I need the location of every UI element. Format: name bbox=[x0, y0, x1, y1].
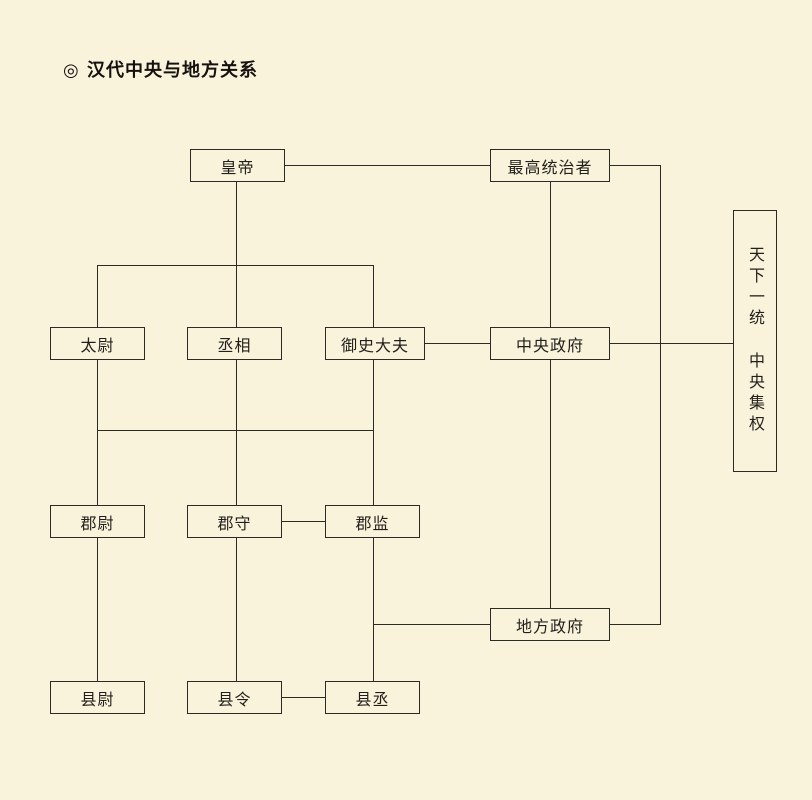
connector-censor-junjian bbox=[373, 360, 374, 505]
connector-branch-to-taiwei bbox=[97, 265, 98, 327]
connector-emperor-drop bbox=[236, 182, 237, 265]
connector-junshou-xianling bbox=[236, 538, 237, 681]
connector-central-sidebox bbox=[610, 343, 733, 344]
diagram-title: ◎ 汉代中央与地方关系 bbox=[63, 60, 258, 81]
node-taiwei: 太尉 bbox=[50, 327, 145, 360]
connector-xianling-xiancheng bbox=[282, 697, 325, 698]
connector-branch-top bbox=[97, 265, 373, 266]
connector-taiwei-junwei bbox=[97, 360, 98, 505]
node-chancellor: 丞相 bbox=[187, 327, 282, 360]
node-commandery-governor: 郡守 bbox=[187, 505, 282, 538]
side-note-bottom: 中央集权 bbox=[746, 352, 765, 436]
connector-bracket-top bbox=[610, 165, 660, 166]
connector-bracket-bottom bbox=[610, 624, 660, 625]
node-county-deputy: 县丞 bbox=[325, 681, 420, 714]
connector-junwei-xianwei bbox=[97, 538, 98, 681]
connector-central-local bbox=[550, 360, 551, 608]
node-censor: 御史大夫 bbox=[325, 327, 425, 360]
node-supreme-ruler: 最高统治者 bbox=[490, 149, 610, 182]
node-county-magistrate: 县令 bbox=[187, 681, 282, 714]
connector-bracket-vertical bbox=[660, 165, 661, 625]
node-unification-note: 天下一统 中央集权 bbox=[733, 210, 777, 472]
connector-junjian-xiancheng bbox=[373, 538, 374, 681]
node-emperor: 皇帝 bbox=[190, 149, 285, 182]
connector-local-government-branch bbox=[373, 624, 490, 625]
connector-junshou-junjian bbox=[282, 521, 325, 522]
connector-supreme-central bbox=[550, 182, 551, 327]
node-local-government: 地方政府 bbox=[490, 608, 610, 641]
connector-branch-middle bbox=[97, 430, 373, 431]
connector-branch-to-censor bbox=[373, 265, 374, 327]
node-commandery-inspector: 郡监 bbox=[325, 505, 420, 538]
side-note-top: 天下一统 bbox=[746, 246, 765, 330]
connector-emperor-supreme-ruler bbox=[285, 165, 490, 166]
connector-chancellor-junshou bbox=[236, 360, 237, 505]
connector-branch-to-chancellor bbox=[236, 265, 237, 327]
connector-censor-central bbox=[425, 343, 490, 344]
node-county-commandant: 县尉 bbox=[50, 681, 145, 714]
node-central-government: 中央政府 bbox=[490, 327, 610, 360]
node-commandery-commandant: 郡尉 bbox=[50, 505, 145, 538]
